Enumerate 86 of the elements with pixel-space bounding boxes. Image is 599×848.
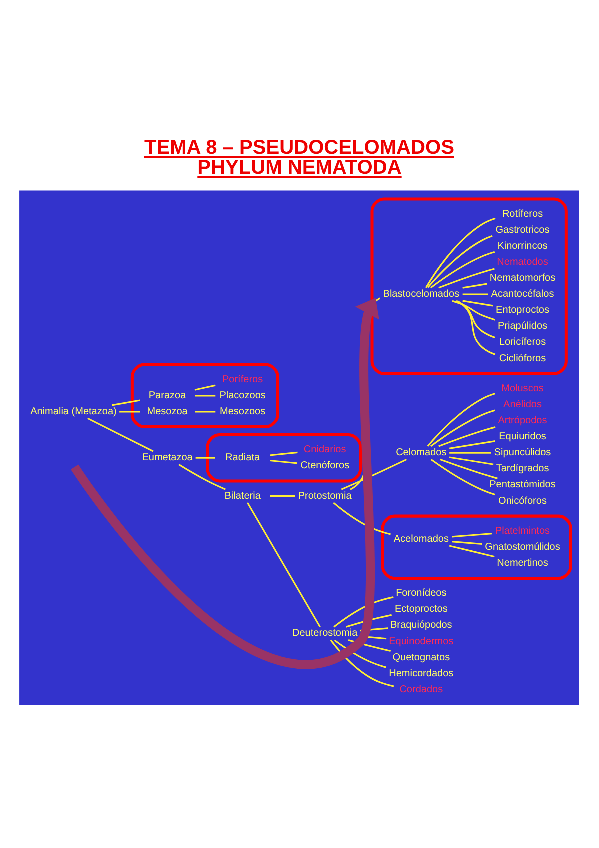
node-text: Artrópodos <box>498 416 548 426</box>
node-text: Loricíferos <box>499 337 546 348</box>
cluster <box>370 198 568 376</box>
connector <box>462 300 494 307</box>
node-text: Celomados <box>396 448 447 459</box>
connector <box>450 452 492 454</box>
node-text: Acantocéfalos <box>491 289 554 300</box>
node-text: Acelomados <box>394 534 449 545</box>
node-text: Pentastómidos <box>490 480 556 491</box>
node-text: Mesozoos <box>220 406 266 418</box>
connector <box>425 218 496 288</box>
connector <box>270 495 296 498</box>
node-text: Parazoa <box>148 390 186 402</box>
node-text: Entoproctos <box>496 305 550 316</box>
node-text: Cordados <box>400 684 444 696</box>
connector <box>430 459 496 496</box>
connector <box>247 502 321 628</box>
connector <box>270 452 298 456</box>
node-text: Eumetazoa <box>142 452 193 464</box>
connector <box>449 440 496 450</box>
connector <box>462 294 488 296</box>
connector <box>430 410 496 448</box>
node-text: Moluscos <box>502 383 544 394</box>
node-text: Priapúlidos <box>498 321 548 332</box>
connector <box>457 300 496 356</box>
node-text: Ctenóforos <box>300 460 350 472</box>
node-text: Equiuridos <box>499 432 546 443</box>
cluster <box>20 190 580 706</box>
node-text: Quetognatos <box>392 652 450 664</box>
connector <box>112 400 140 406</box>
connector <box>88 418 154 452</box>
node-text: Foronídeos <box>396 588 447 600</box>
arrow <box>71 298 380 669</box>
connector <box>427 235 493 288</box>
node-text: Placozoos <box>220 390 266 402</box>
node-text: Rotíferos <box>502 208 544 220</box>
node-text: Nematomorfos <box>490 273 556 284</box>
node-text: Sipuncúlidos <box>494 448 552 459</box>
node-text: Nematodos <box>497 256 548 268</box>
connector <box>341 458 408 490</box>
connector <box>195 411 216 413</box>
connector <box>178 464 226 490</box>
node-text: Anélidos <box>504 399 542 410</box>
connector <box>120 411 140 413</box>
connector <box>449 545 495 558</box>
connector <box>195 395 216 397</box>
node-text: Ectoproctos <box>394 604 448 616</box>
connector <box>452 541 482 546</box>
node-text: Onicóforos <box>498 496 547 507</box>
node-text: Equinodermos <box>389 636 454 648</box>
node-text: Braquiópodos <box>390 620 452 632</box>
node-text: Hemicordados <box>389 668 454 680</box>
connector <box>438 426 496 448</box>
connector <box>452 532 492 538</box>
node-text: Poríferos <box>222 374 264 386</box>
node-text: Cnidarios <box>304 444 346 456</box>
cluster <box>130 363 280 429</box>
node-text: Gnatostomúlidos <box>485 542 560 553</box>
connector <box>427 393 496 447</box>
cluster <box>206 434 362 483</box>
node-text: Radiata <box>226 452 260 464</box>
connector <box>438 268 495 289</box>
node-text: Gastrotricos <box>496 224 550 236</box>
connector <box>196 457 216 459</box>
connector <box>440 458 498 480</box>
cluster <box>381 514 572 580</box>
connector <box>452 300 496 321</box>
node-text: Platelmintos <box>495 526 550 537</box>
connector <box>462 283 488 289</box>
diagram-title: TEMA 8 – PSEUDOCELOMADOS PHYLUM NEMATODA <box>144 137 454 180</box>
connector <box>194 384 216 391</box>
node-text: Protostomia <box>298 490 352 502</box>
node-text: Mesozoa <box>147 406 188 418</box>
connector <box>334 640 386 668</box>
connector <box>270 460 298 464</box>
node-text: Ciclióforos <box>499 353 546 364</box>
connector <box>430 251 496 289</box>
node-text: Animalia (Metazoa) <box>30 406 117 418</box>
node-text: Blastocelomados <box>383 289 460 300</box>
node-text: Bilateria <box>224 490 261 502</box>
connector <box>456 300 496 339</box>
node-text: Kinorrincos <box>498 240 548 252</box>
node-text: Deuterostomia <box>292 628 358 640</box>
connector <box>449 456 494 466</box>
node-text: Tardígrados <box>496 464 550 475</box>
node-text: Nemertinos <box>497 558 548 569</box>
